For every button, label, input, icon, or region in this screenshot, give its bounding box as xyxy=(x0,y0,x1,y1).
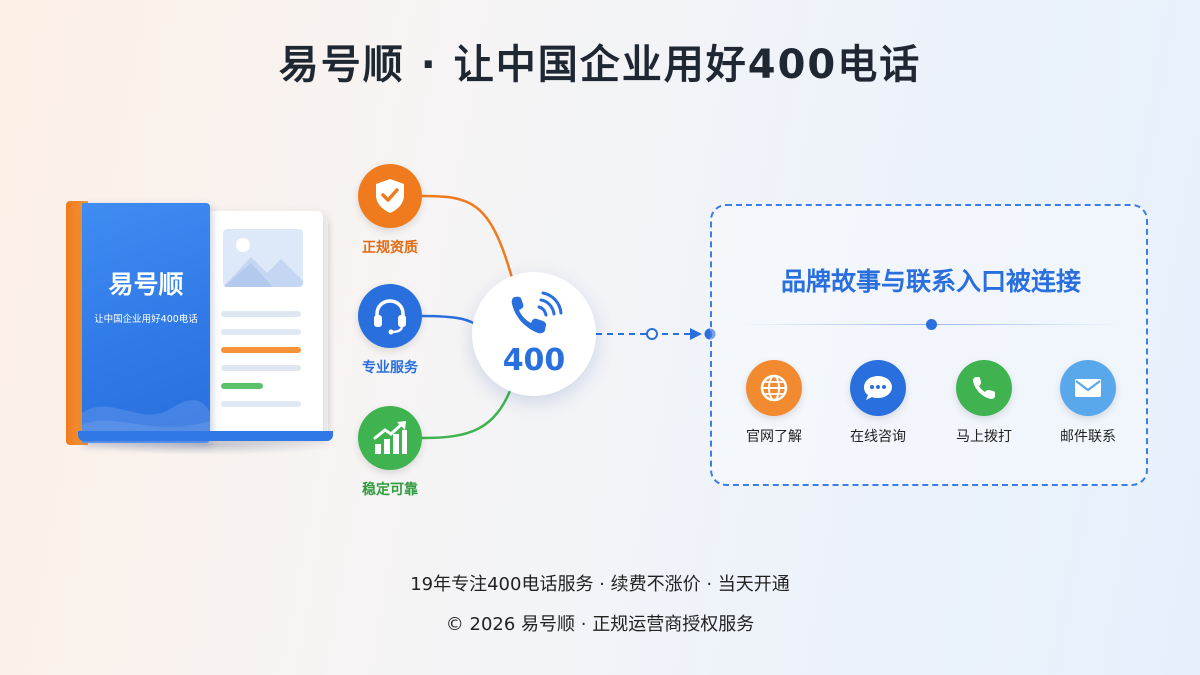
feature-qualification: 正规资质 xyxy=(345,164,435,257)
page-text-line xyxy=(221,383,263,389)
contact-website[interactable]: 官网了解 xyxy=(724,360,824,446)
contact-circle[interactable] xyxy=(746,360,802,416)
contact-circle[interactable] xyxy=(850,360,906,416)
contact-label: 在线咨询 xyxy=(850,429,906,445)
image-placeholder-icon xyxy=(223,229,303,287)
chat-bubble-icon xyxy=(864,376,892,400)
footer-copyright: © 2026 易号顺 · 正规运营商授权服务 xyxy=(445,614,755,635)
shield-check-icon xyxy=(376,179,404,213)
contact-label: 邮件联系 xyxy=(1060,429,1116,445)
contact-online-chat[interactable]: 在线咨询 xyxy=(828,360,928,446)
contact-label: 官网了解 xyxy=(746,429,802,445)
cover-slogan: 让中国企业用好400电话 xyxy=(94,314,198,325)
hub-number: 400 xyxy=(502,342,566,378)
feature-service: 专业服务 xyxy=(345,284,435,377)
page-text-line xyxy=(221,365,301,371)
growth-chart-icon xyxy=(373,421,407,454)
feature-stability: 稳定可靠 xyxy=(345,406,435,499)
feature-circle xyxy=(358,406,422,470)
page-text-line xyxy=(221,347,301,353)
contact-email[interactable]: 邮件联系 xyxy=(1038,360,1138,446)
feature-label: 稳定可靠 xyxy=(362,482,418,498)
contact-panel: 品牌故事与联系入口被连接 官网了解 在线咨询 xyxy=(710,204,1148,486)
panel-title: 品牌故事与联系入口被连接 xyxy=(780,267,1081,296)
page-title: 易号顺 · 让中国企业用好400电话 xyxy=(278,42,922,88)
phone-ringing-icon xyxy=(511,291,563,333)
panel-divider-dot xyxy=(926,319,937,330)
globe-icon xyxy=(760,374,788,402)
book-illustration: 易号顺 让中国企业用好400电话 xyxy=(60,195,340,460)
page-text-line xyxy=(221,401,301,407)
book-cover: 易号顺 让中国企业用好400电话 xyxy=(82,203,210,443)
contact-circle[interactable] xyxy=(956,360,1012,416)
hub-400: 400 xyxy=(472,272,596,396)
feature-circle xyxy=(358,284,422,348)
mail-icon xyxy=(1075,379,1101,397)
feature-label: 正规资质 xyxy=(362,240,418,256)
contact-circle[interactable] xyxy=(1060,360,1116,416)
page-text-line xyxy=(221,311,301,317)
page-text-line xyxy=(221,329,301,335)
contact-call-now[interactable]: 马上拨打 xyxy=(934,360,1034,446)
phone-icon xyxy=(973,377,995,399)
cover-brand-name: 易号顺 xyxy=(108,270,184,299)
feature-circle xyxy=(358,164,422,228)
feature-label: 专业服务 xyxy=(362,360,418,376)
book-base xyxy=(78,431,333,441)
footer-tagline: 19年专注400电话服务 · 续费不涨价 · 当天开通 xyxy=(410,574,790,595)
book-page xyxy=(205,211,323,437)
contact-label: 马上拨打 xyxy=(956,429,1012,445)
headset-icon xyxy=(374,299,406,335)
